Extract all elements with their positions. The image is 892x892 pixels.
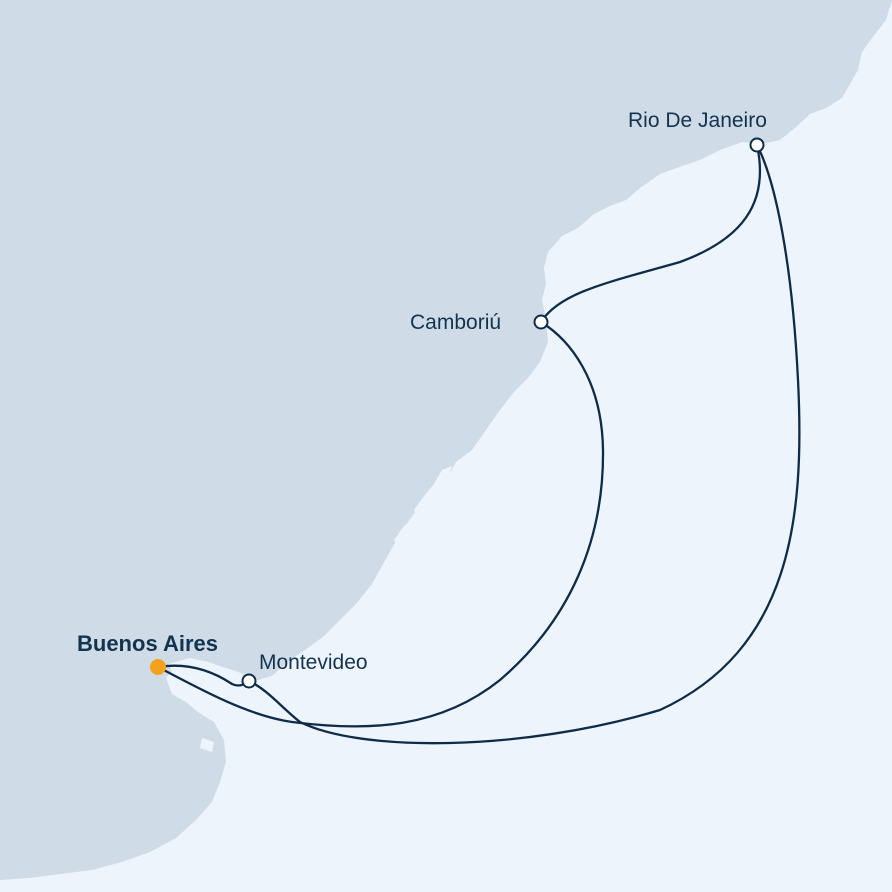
port-marker-montevideo[interactable] xyxy=(241,673,257,689)
port-label-montevideo: Montevideo xyxy=(259,651,368,674)
route-camboriu-buenos-aires xyxy=(156,320,605,728)
river-plate-estuary xyxy=(168,658,244,680)
route-lines xyxy=(156,143,801,745)
port-label-rio-de-janeiro: Rio De Janeiro xyxy=(628,109,767,132)
lagoon xyxy=(414,466,452,518)
bay xyxy=(200,738,214,752)
route-rio-de-janeiro-camboriu xyxy=(539,143,762,324)
home-port-marker[interactable] xyxy=(150,659,166,675)
port-marker-camboriu[interactable] xyxy=(533,314,549,330)
lagoon xyxy=(394,520,412,546)
port-marker-rio-de-janeiro[interactable] xyxy=(749,137,765,153)
port-label-camboriu: Camboriú xyxy=(410,311,501,334)
home-port-label: Buenos Aires xyxy=(77,631,218,656)
